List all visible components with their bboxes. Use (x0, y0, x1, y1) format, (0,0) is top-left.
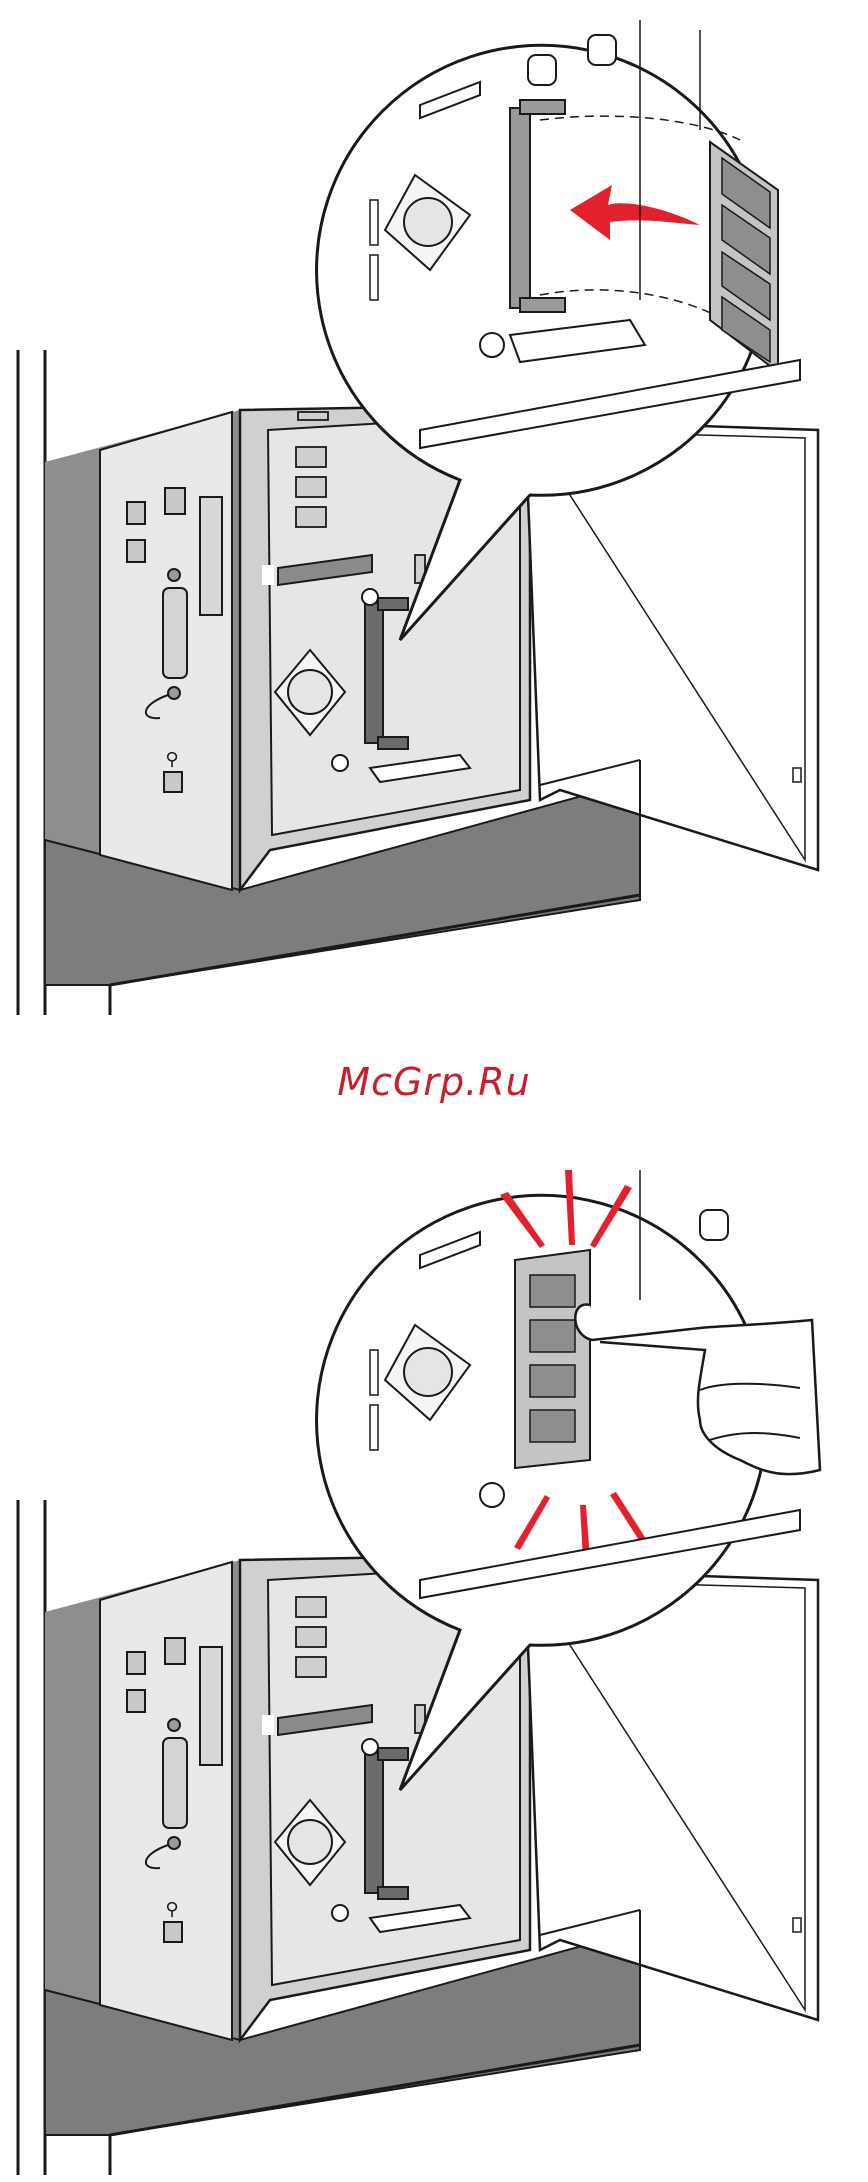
expansion-slot (200, 1647, 222, 1765)
expansion-slot (200, 497, 222, 615)
parallel-port-icon (163, 588, 187, 678)
svg-text:⚲: ⚲ (165, 749, 178, 770)
parallel-port-icon (163, 1738, 187, 1828)
illustration-install-memory: ⚲ (0, 1150, 868, 2182)
watermark-logo: McGrp.Ru (0, 1060, 868, 1104)
printer-board-drawing-2: ⚲ (0, 1150, 868, 2182)
watermark-text: McGrp.Ru (337, 1060, 530, 1104)
memory-card-icon (515, 1250, 590, 1468)
svg-text:⚲: ⚲ (165, 1899, 178, 1920)
printer-housing (18, 350, 45, 1015)
printer-board-drawing: ⚲ (0, 0, 868, 1020)
illustration-remove-memory: ⚲ (0, 0, 868, 1020)
printer-housing (18, 1500, 45, 2175)
